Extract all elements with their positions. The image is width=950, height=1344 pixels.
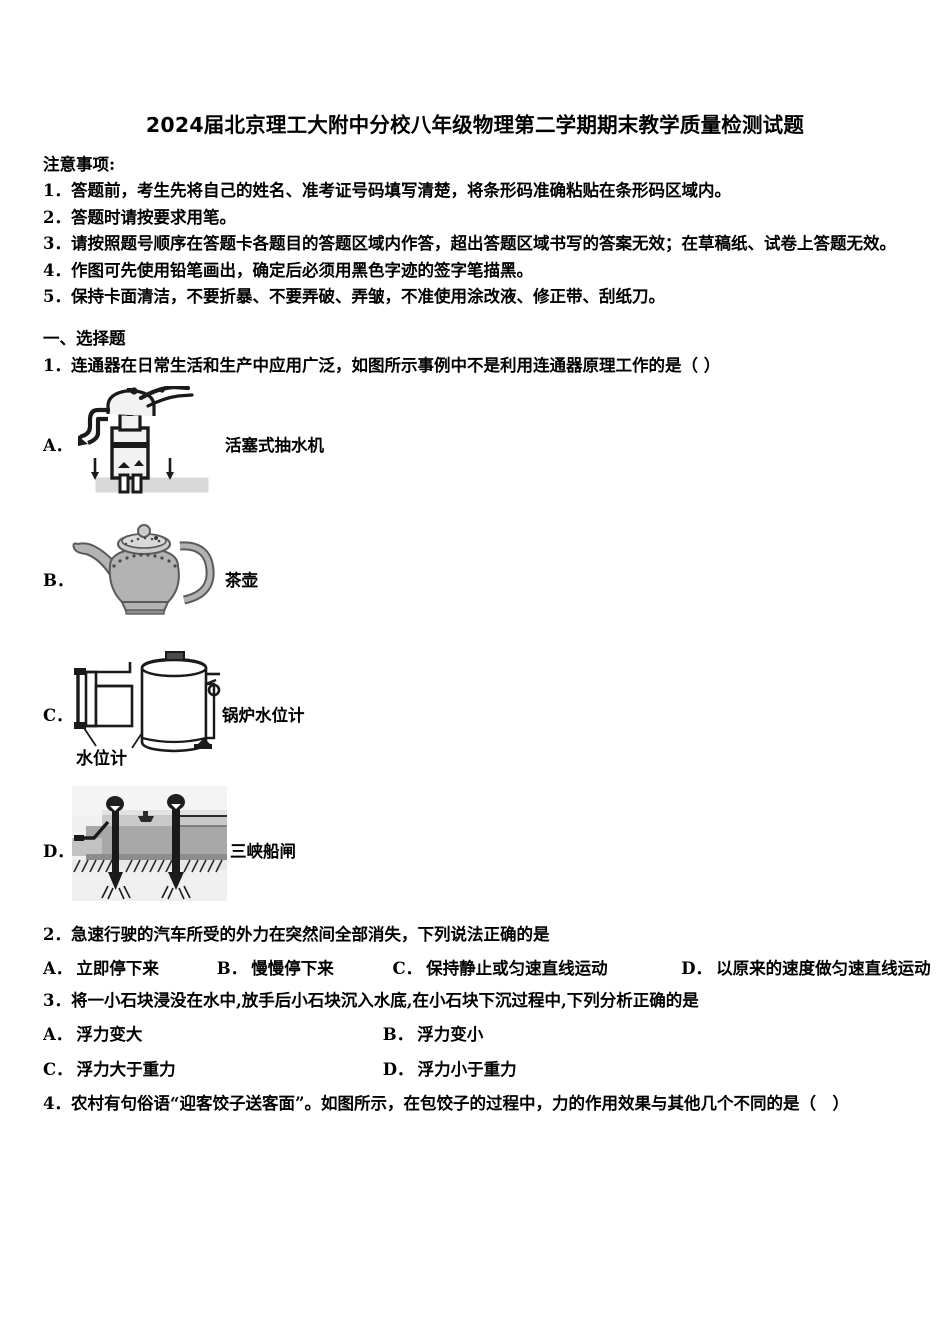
option-letter-c: C． [392, 959, 423, 978]
option-b-caption: 茶壶 [225, 571, 258, 590]
question-2-options: A．立即停下来 B．慢慢停下来 C．保持静止或匀速直线运动 D．以原来的速度做匀… [43, 955, 933, 979]
option-a[interactable]: A．立即停下来 [43, 955, 211, 979]
option-text-c: 浮力大于重力 [76, 1060, 176, 1079]
option-b[interactable]: B．浮力变小 [383, 1021, 483, 1045]
boiler-gauge-inner-label: 水位计 [76, 748, 127, 768]
option-letter-d: D． [681, 959, 713, 978]
notice-item: 5．保持卡面清洁，不要折暴、不要弄破、弄皱，不准使用涂改液、修正带、刮纸刀。 [43, 287, 665, 307]
notice-item: 2．答题时请按要求用笔。 [43, 207, 236, 227]
option-text-d: 浮力小于重力 [417, 1060, 517, 1079]
option-letter-a: A． [43, 1025, 73, 1044]
question-4-stem: 4．农村有句俗语“迎客饺子送客面”。如图所示，在包饺子的过程中，力的作用效果与其… [43, 1094, 849, 1113]
page-title: 2024届北京理工大附中分校八年级物理第二学期期末教学质量检测试题 [145, 113, 805, 137]
option-d[interactable]: D．以原来的速度做匀速直线运动 [681, 955, 930, 979]
option-letter-d: D． [43, 842, 74, 861]
teapot-figure [72, 522, 234, 618]
notice-item: 3．请按照题号顺序在答题卡各题目的答题区域内作答，超出答题区域书写的答案无效；在… [43, 234, 896, 254]
option-a-caption: 活塞式抽水机 [225, 436, 324, 455]
question-3-options-row-1: A．浮力变大 B．浮力变小 [43, 1021, 933, 1045]
option-letter-c: C． [43, 706, 73, 725]
option-text-a: 立即停下来 [76, 959, 159, 978]
option-c[interactable]: C．浮力大于重力 [43, 1056, 377, 1080]
section-heading-choice: 一、选择题 [43, 329, 126, 348]
option-letter-a: A． [43, 436, 73, 455]
option-text-c: 保持静止或匀速直线运动 [426, 959, 608, 978]
option-c[interactable]: C．保持静止或匀速直线运动 [393, 955, 676, 979]
notice-item: 4．作图可先使用铅笔画出，确定后必须用黑色字迹的签字笔描黑。 [43, 260, 533, 280]
question-1-stem: 1．连通器在日常生活和生产中应用广泛，如图所示事例中不是利用连通器原理工作的是（… [43, 356, 721, 375]
option-text-b: 慢慢停下来 [251, 959, 334, 978]
notice-block: 注意事项: 1．答题前，考生先将自己的姓名、准考证号码填写清楚，将条形码准确粘贴… [43, 152, 923, 311]
question-2-stem: 2．急速行驶的汽车所受的外力在突然间全部消失，下列说法正确的是 [43, 925, 550, 944]
option-b[interactable]: B．慢慢停下来 [217, 955, 387, 979]
notice-item: 1．答题前，考生先将自己的姓名、准考证号码填写清楚，将条形码准确粘贴在条形码区域… [43, 181, 731, 200]
option-c-caption: 锅炉水位计 [222, 706, 305, 725]
notice-heading: 注意事项: [43, 155, 116, 174]
option-letter-b: B． [43, 571, 74, 590]
option-text-b: 浮力变小 [417, 1025, 484, 1044]
option-text-d: 以原来的速度做匀速直线运动 [716, 959, 931, 978]
option-letter-d: D． [382, 1060, 414, 1079]
three-gorges-ship-lock-figure [72, 786, 227, 901]
boiler-water-gauge-figure: 水位计 [70, 650, 230, 768]
option-text-a: 浮力变大 [76, 1025, 143, 1044]
option-letter-c: C． [43, 1060, 73, 1079]
option-a[interactable]: A．浮力变大 [43, 1021, 377, 1045]
option-letter-b: B． [216, 959, 248, 978]
question-3-options-row-2: C．浮力大于重力 D．浮力小于重力 [43, 1056, 933, 1080]
option-letter-b: B． [382, 1025, 414, 1044]
question-3-stem: 3．将一小石块浸没在水中,放手后小石块沉入水底,在小石块下沉过程中,下列分析正确… [43, 991, 699, 1010]
option-d[interactable]: D．浮力小于重力 [383, 1056, 517, 1080]
option-letter-a: A． [43, 959, 73, 978]
piston-water-pump-figure [78, 386, 228, 498]
option-d-caption: 三峡船闸 [230, 842, 296, 861]
